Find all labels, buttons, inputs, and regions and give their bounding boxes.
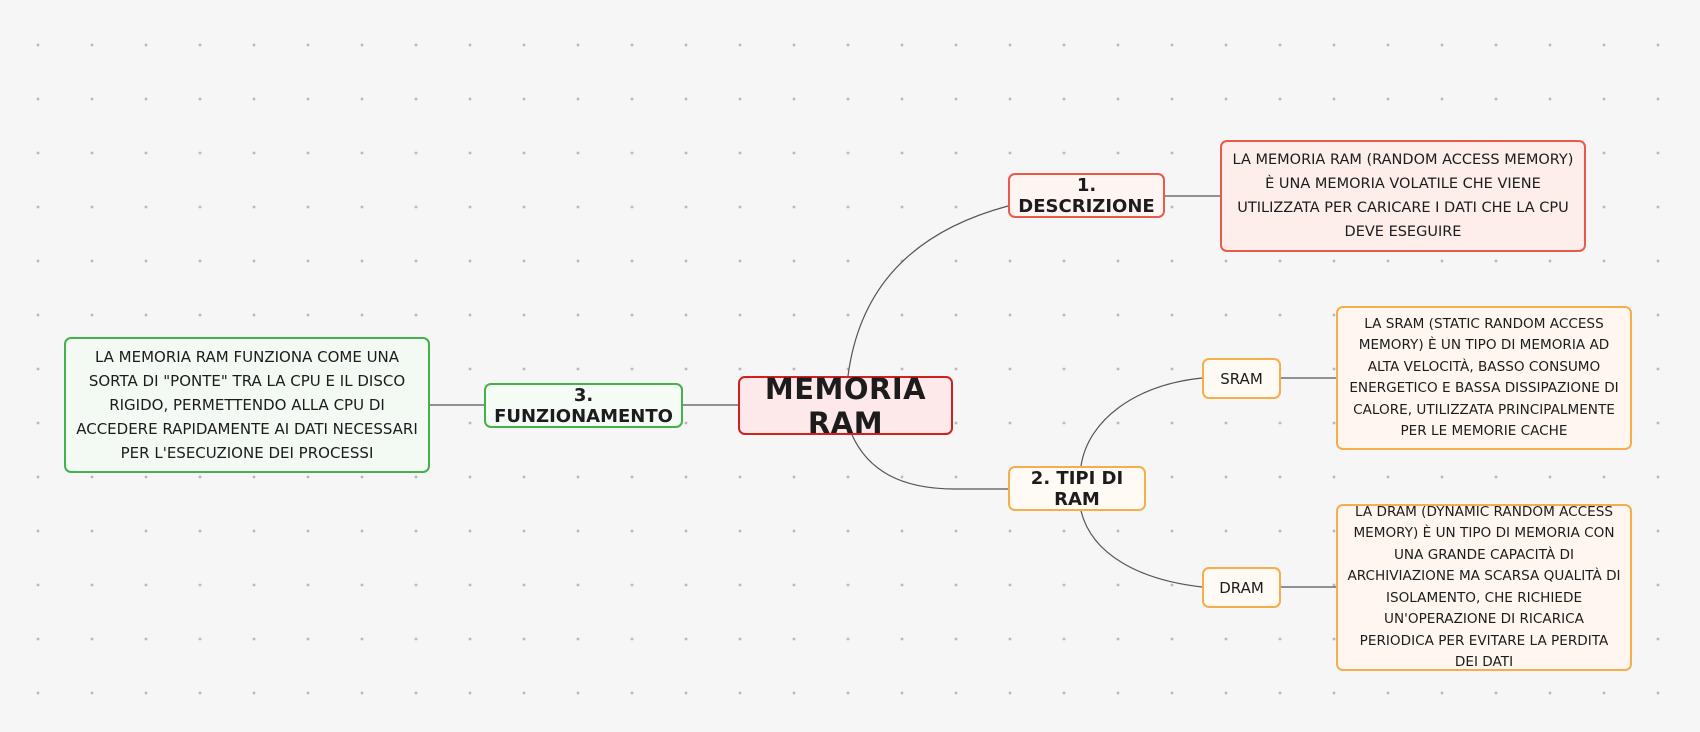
subtopic-node-dram[interactable]: DRAM bbox=[1202, 567, 1281, 608]
branch-label-tipi-di-ram: 2. TIPI DI RAM bbox=[1030, 467, 1124, 510]
description-node-descrizione[interactable]: LA MEMORIA RAM (RANDOM ACCESS MEMORY) È … bbox=[1220, 140, 1586, 252]
subtopic-node-sram[interactable]: SRAM bbox=[1202, 358, 1281, 399]
branch-node-funzionamento[interactable]: 3. FUNZIONAMENTO bbox=[484, 383, 683, 428]
description-text-descrizione: LA MEMORIA RAM (RANDOM ACCESS MEMORY) È … bbox=[1232, 152, 1574, 240]
description-node-sram[interactable]: LA SRAM (STATIC RANDOM ACCESS MEMORY) È … bbox=[1336, 306, 1632, 450]
description-text-dram: LA DRAM (DYNAMIC RANDOM ACCESS MEMORY) È… bbox=[1347, 503, 1621, 671]
central-topic-node[interactable]: MEMORIA RAM bbox=[738, 372, 953, 440]
branch-node-descrizione[interactable]: 1. DESCRIZIONE bbox=[1008, 173, 1165, 218]
connector-root-tipi bbox=[851, 434, 1008, 490]
connector-root-descrizione bbox=[847, 205, 1009, 377]
connector-tipi-sram bbox=[1080, 377, 1203, 467]
branch-label-descrizione: 1. DESCRIZIONE bbox=[1018, 174, 1155, 217]
description-text-sram: LA SRAM (STATIC RANDOM ACCESS MEMORY) È … bbox=[1349, 315, 1619, 440]
description-node-funzionamento[interactable]: LA MEMORIA RAM FUNZIONA COME UNA SORTA D… bbox=[64, 337, 430, 473]
subtopic-label-dram: DRAM bbox=[1219, 578, 1264, 597]
description-text-funzionamento: LA MEMORIA RAM FUNZIONA COME UNA SORTA D… bbox=[76, 348, 418, 462]
connector-tipi-dram bbox=[1080, 510, 1203, 588]
branch-node-tipi-di-ram[interactable]: 2. TIPI DI RAM bbox=[1008, 466, 1146, 511]
branch-label-funzionamento: 3. FUNZIONAMENTO bbox=[494, 384, 673, 427]
description-node-dram[interactable]: LA DRAM (DYNAMIC RANDOM ACCESS MEMORY) È… bbox=[1336, 504, 1632, 671]
central-topic-label: MEMORIA RAM bbox=[764, 371, 927, 440]
subtopic-label-sram: SRAM bbox=[1220, 369, 1263, 388]
